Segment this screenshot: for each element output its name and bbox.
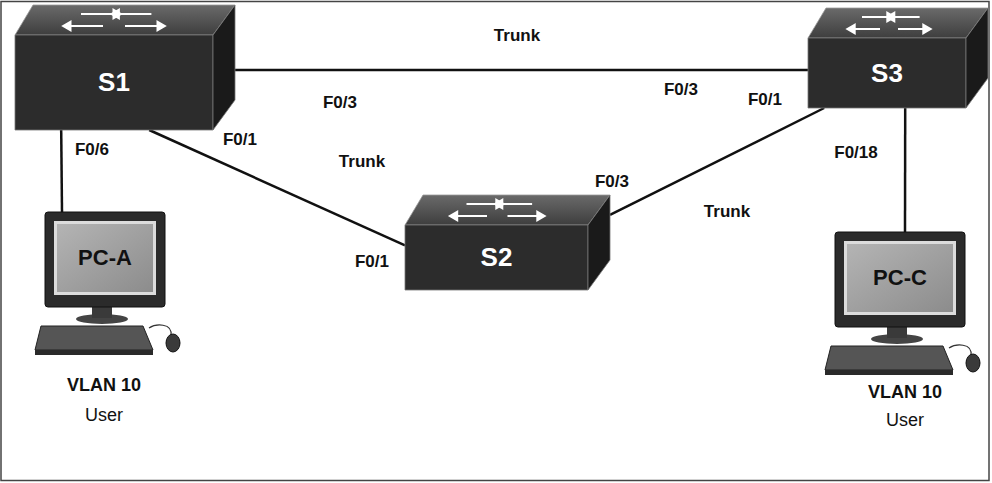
pc-name: PC-C <box>873 265 927 291</box>
link-label-box: Trunk <box>337 152 387 172</box>
label-box: F0/18 <box>832 143 879 163</box>
monitor-frame <box>45 212 165 307</box>
switch-front <box>405 225 588 290</box>
port-label: F0/3 <box>593 172 631 192</box>
switch-arrow <box>495 200 532 208</box>
mouse-cable <box>149 325 171 336</box>
port-label: F0/1 <box>353 252 391 272</box>
monitor-stand <box>92 306 112 318</box>
switch-node: S1 <box>15 5 235 130</box>
keyboard-edge <box>825 370 953 375</box>
switch-front <box>15 35 213 130</box>
switch-front <box>808 38 966 108</box>
keyboard <box>35 326 153 350</box>
switch-top <box>15 5 235 35</box>
switch-arrow <box>450 212 487 220</box>
screen <box>57 224 153 292</box>
link-label: Trunk <box>337 152 387 172</box>
mouse <box>166 334 180 352</box>
link-label: Trunk <box>492 26 542 46</box>
label-box: VLAN 10 <box>65 375 143 396</box>
vlan-label: VLAN 10 <box>65 375 143 396</box>
port-label: F0/1 <box>221 130 259 150</box>
label-box: F0/6 <box>73 140 111 160</box>
screen-area: PC-C <box>847 244 953 312</box>
label-box: F0/3 <box>593 172 631 192</box>
switch-face: S2 <box>405 225 588 290</box>
pc-icon <box>825 232 985 377</box>
switch-arrow <box>112 10 152 18</box>
vlan-label: User <box>83 405 125 426</box>
switch-side <box>213 5 235 130</box>
screen-rim <box>844 241 956 315</box>
link-label: Trunk <box>702 202 752 222</box>
monitor-stand <box>887 326 907 338</box>
label-box: F0/1 <box>746 90 784 110</box>
pc-name: PC-A <box>78 245 132 271</box>
switch-name: S3 <box>871 58 903 89</box>
switch-top <box>808 8 988 38</box>
port-label: F0/3 <box>662 80 700 100</box>
switch-name: S2 <box>481 242 513 273</box>
port-label: F0/6 <box>73 140 111 160</box>
port-label: F0/1 <box>746 90 784 110</box>
switch-node: S3 <box>808 8 988 108</box>
screen <box>847 244 953 312</box>
keyboard <box>825 346 953 370</box>
label-box: F0/1 <box>353 252 391 272</box>
mouse <box>966 354 980 372</box>
link-label-box: Trunk <box>702 202 752 222</box>
switch-arrow <box>898 25 930 33</box>
label-box: User <box>884 410 926 431</box>
switch-side <box>588 195 610 290</box>
trunk-link <box>904 108 907 232</box>
trunk-link <box>610 108 824 215</box>
vlan-label: User <box>884 410 926 431</box>
switch-face: S3 <box>808 38 966 108</box>
label-box: VLAN 10 <box>866 382 944 403</box>
keyboard-edge <box>35 350 153 355</box>
screen-area: PC-A <box>57 224 153 292</box>
pc-node: PC-C <box>825 232 985 377</box>
label-box: User <box>83 405 125 426</box>
switch-top <box>405 195 610 225</box>
monitor-frame <box>835 232 965 327</box>
switch-face: S1 <box>15 35 213 130</box>
port-label: F0/3 <box>321 93 359 113</box>
switch-name: S1 <box>98 67 130 98</box>
switch-node: S2 <box>405 195 610 290</box>
port-label: F0/18 <box>832 143 879 163</box>
trunk-link <box>149 130 405 245</box>
label-box: F0/3 <box>321 93 359 113</box>
screen-rim <box>54 221 156 295</box>
label-box: F0/3 <box>662 80 700 100</box>
mouse-cable <box>949 345 971 356</box>
vlan-label: VLAN 10 <box>866 382 944 403</box>
switch-arrow <box>848 25 880 33</box>
switch-side <box>966 8 988 108</box>
switch-arrow <box>887 13 919 21</box>
trunk-link <box>235 69 808 72</box>
trunk-link <box>60 130 63 212</box>
switch-arrow <box>508 212 545 220</box>
pc-node: PC-A <box>35 212 185 357</box>
link-label-box: Trunk <box>492 26 542 46</box>
switch-arrow <box>63 22 103 30</box>
switch-arrow <box>125 22 165 30</box>
pc-icon <box>35 212 185 357</box>
label-box: F0/1 <box>221 130 259 150</box>
